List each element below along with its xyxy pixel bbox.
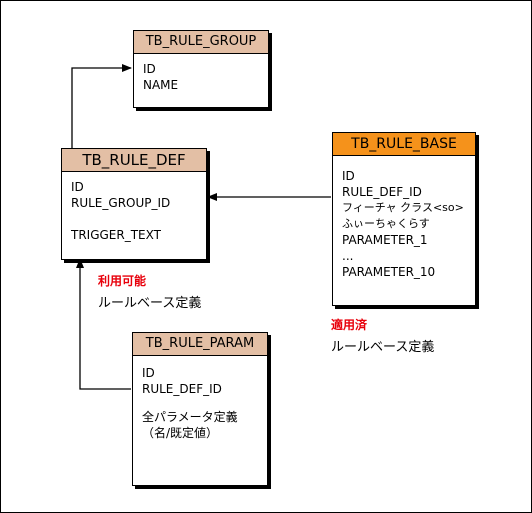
table-rule-base-title: TB_RULE_BASE [333,133,475,156]
table-rule-def: TB_RULE_DEF ID RULE_GROUP_ID TRIGGER_TEX… [61,148,207,260]
field-feature-class-reading: ふぃーちゃくらす [342,217,430,230]
table-rule-group: TB_RULE_GROUP ID NAME [133,30,269,108]
status-applied: 適用済 [331,318,368,332]
desc-available: ルールベース定義 [98,296,202,311]
arrow-param-to-def [76,258,131,390]
field-trigger-text: TRIGGER_TEXT [71,228,161,242]
table-rule-param: TB_RULE_PARAM ID RULE_DEF_ID 全パラメータ定義 （名… [132,332,268,486]
field-parameter-10: PARAMETER_10 [342,265,436,279]
field-id: ID [342,169,355,183]
field-name: NAME [143,78,179,92]
field-id: ID [142,366,155,380]
note-applied: 適用済 ルールベース定義 [331,317,434,356]
table-rule-param-title: TB_RULE_PARAM [133,333,267,356]
note-available: 利用可能 ルールベース定義 [98,273,201,312]
field-id: ID [143,62,156,76]
field-feature-class: フィーチャ クラス<so> [342,201,464,214]
table-rule-group-title: TB_RULE_GROUP [134,31,268,54]
status-available: 利用可能 [98,274,147,288]
field-rule-def-id: RULE_DEF_ID [342,185,422,199]
arrow-def-to-group [71,64,132,148]
table-rule-base: TB_RULE_BASE ID RULE_DEF_ID フィーチャ クラス<so… [332,132,476,306]
field-ellipsis: ... [342,249,354,263]
desc-applied: ルールベース定義 [331,340,435,355]
field-rule-def-id: RULE_DEF_ID [142,382,222,396]
field-id: ID [71,180,84,194]
table-rule-def-title: TB_RULE_DEF [62,149,206,172]
field-name-default: （名/既定値） [142,426,219,440]
field-parameter-1: PARAMETER_1 [342,233,428,247]
field-all-params: 全パラメータ定義 [142,410,238,424]
field-rule-group-id: RULE_GROUP_ID [71,196,171,210]
